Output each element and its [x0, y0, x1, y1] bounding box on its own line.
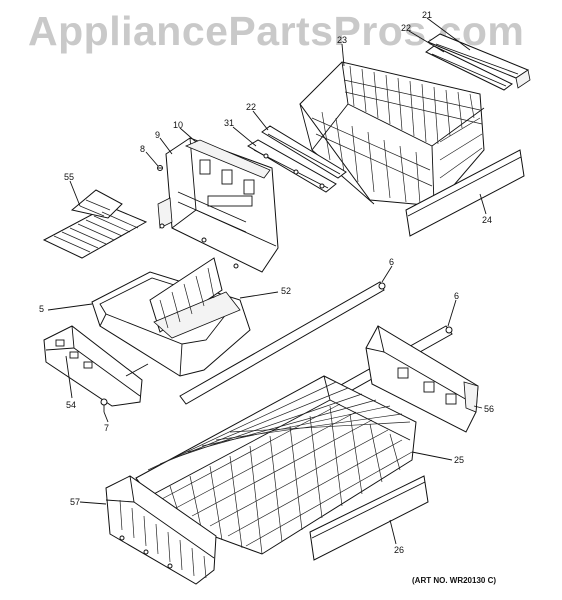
part-22-slide-lower	[261, 125, 347, 179]
callout-52: 52	[281, 286, 291, 296]
callout-7: 7	[104, 423, 109, 433]
part-21-rail	[426, 33, 531, 89]
part-56-right-bracket	[365, 325, 479, 433]
callout-5: 5	[39, 304, 44, 314]
part-26-lower-front-panel	[309, 475, 429, 561]
part-8-screws	[157, 165, 239, 269]
callout-9: 9	[155, 130, 160, 140]
callout-23: 23	[337, 35, 347, 45]
callout-56: 56	[484, 404, 494, 414]
part-54-left-bracket	[43, 325, 149, 407]
callout-labels: 21 22 23 22 31 10 9 8 55 24 6 5 52 6 54 …	[39, 10, 494, 555]
callout-57: 57	[70, 497, 80, 507]
part-23-upper-basket	[299, 61, 485, 207]
callout-6-upper: 6	[389, 257, 394, 267]
art-number: (ART NO. WR20130 C)	[412, 576, 497, 585]
callout-31: 31	[224, 118, 234, 128]
callout-10: 10	[173, 120, 183, 130]
callout-22-lower: 22	[246, 102, 256, 112]
callout-55: 55	[64, 172, 74, 182]
part-24-upper-front-panel	[405, 149, 525, 237]
leader-lines	[47, 17, 487, 545]
part-22-slide-upper	[425, 45, 513, 91]
part-6-rod-upper	[179, 281, 386, 405]
callout-6-lower: 6	[454, 291, 459, 301]
part-9-10-bracket	[157, 137, 279, 273]
part-57-lower-frame	[105, 475, 217, 585]
part-7-screw	[100, 398, 108, 412]
part-55-grille	[42, 189, 148, 259]
callout-26: 26	[394, 545, 404, 555]
part-52-insert	[149, 257, 241, 339]
callout-21: 21	[422, 10, 432, 20]
callout-54: 54	[66, 400, 76, 410]
callout-24: 24	[482, 215, 492, 225]
callout-25: 25	[454, 455, 464, 465]
part-31-slide	[247, 139, 337, 193]
callout-8: 8	[140, 144, 145, 154]
callout-22-upper: 22	[401, 23, 411, 33]
